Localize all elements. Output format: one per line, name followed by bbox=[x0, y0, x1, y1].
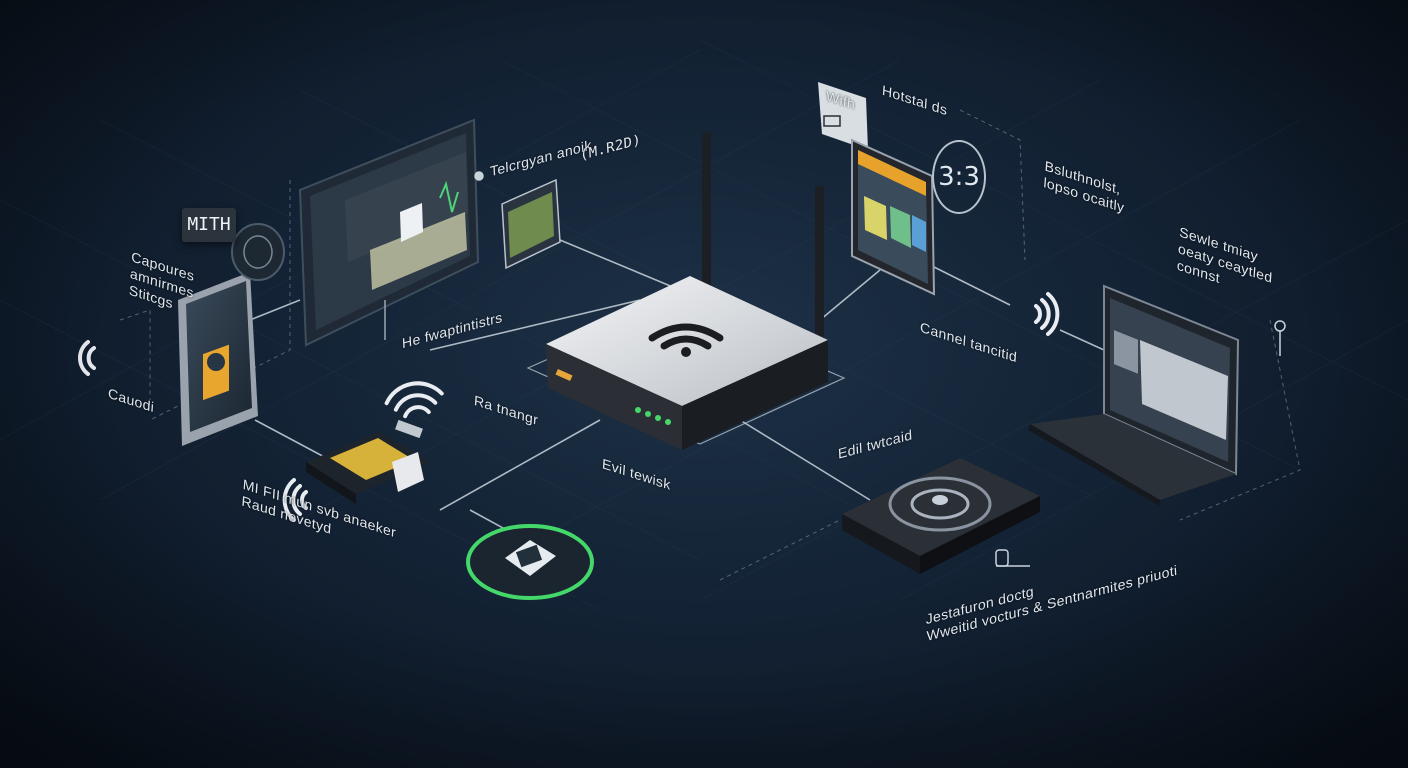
mitm-badge: MITH bbox=[182, 208, 236, 242]
clock-display: 3:3 bbox=[932, 140, 986, 214]
